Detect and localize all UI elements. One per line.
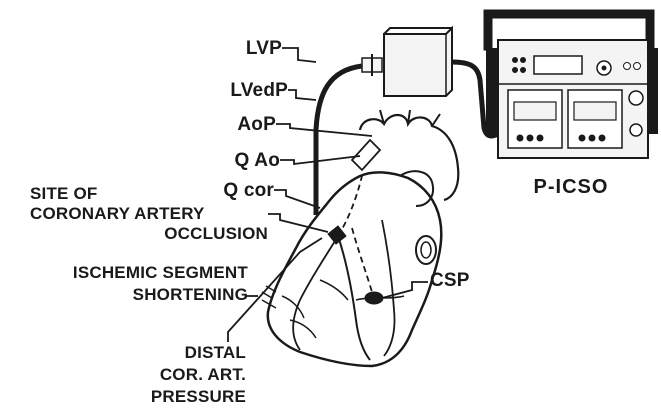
picso-console	[484, 10, 658, 158]
label-site-line1: SITE OF	[6, 184, 268, 204]
pump-box	[362, 28, 452, 96]
coronary-sinus-balloon	[365, 292, 383, 304]
label-csp: CSP	[430, 270, 470, 292]
label-distal-line3: PRESSURE	[118, 386, 246, 408]
label-qao: Q Ao	[206, 150, 280, 172]
label-site-of-occlusion: SITE OF CORONARY ARTERY OCCLUSION	[6, 184, 268, 244]
label-ischemic-line1: ISCHEMIC SEGMENT	[4, 262, 248, 284]
console-dial-icon	[629, 91, 643, 105]
label-aop: AoP	[216, 114, 276, 136]
label-site-line2: CORONARY ARTERY	[6, 204, 268, 224]
label-ischemic-line2: SHORTENING	[4, 284, 248, 306]
console-left-bracket	[486, 48, 498, 134]
label-lvedp: LVedP	[200, 80, 288, 102]
console-top-display	[534, 56, 582, 74]
label-distal-line2: COR. ART.	[118, 364, 246, 386]
label-distal-pressure: DISTAL COR. ART. PRESSURE	[118, 342, 246, 408]
heart	[262, 110, 458, 366]
label-ischemic-segment: ISCHEMIC SEGMENT SHORTENING	[4, 262, 248, 306]
console-handle	[484, 10, 654, 18]
label-device-name: P-ICSO	[516, 176, 626, 199]
label-distal-line1: DISTAL	[118, 342, 246, 364]
label-site-line3: OCCLUSION	[6, 224, 268, 244]
label-lvp: LVP	[222, 38, 282, 60]
